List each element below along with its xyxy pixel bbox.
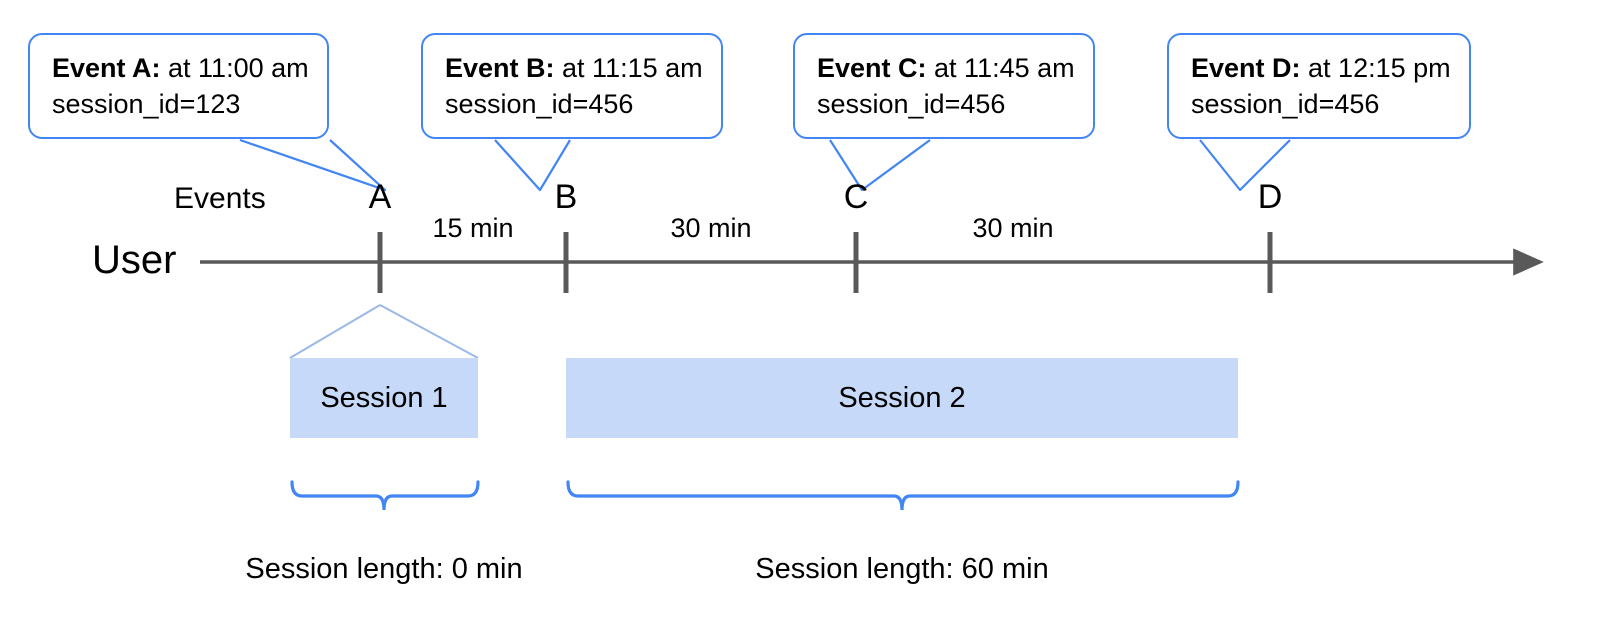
callout-event-a: Event A: at 11:00 am session_id=123: [28, 33, 329, 139]
lane-label-user: User: [92, 238, 177, 282]
callout-d-heading: Event D:: [1191, 53, 1301, 83]
session-bar-1-label: Session 1: [320, 381, 448, 414]
callout-tail-b: [494, 139, 571, 192]
callout-event-b: Event B: at 11:15 am session_id=456: [421, 33, 723, 139]
gap-label-a-b: 15 min: [432, 213, 514, 243]
callout-c-heading: Event C:: [817, 53, 927, 83]
callout-c-time: at 11:45 am: [926, 53, 1075, 83]
callout-a-line1: Event A: at 11:00 am: [52, 51, 309, 87]
callout-b-heading: Event B:: [445, 53, 555, 83]
callout-a-session: session_id=123: [52, 88, 241, 119]
callout-d-time: at 12:15 pm: [1300, 53, 1451, 83]
session1-brace: [290, 480, 480, 511]
session-bar-2-label: Session 2: [838, 381, 966, 414]
callout-d-line1: Event D: at 12:15 pm: [1191, 51, 1451, 87]
callout-tail-a: [239, 138, 387, 192]
callout-event-c: Event C: at 11:45 am session_id=456: [793, 33, 1095, 139]
callout-tail-c: [829, 139, 931, 192]
callout-b-time: at 11:15 am: [554, 53, 703, 83]
gap-label-c-d: 30 min: [972, 213, 1054, 243]
callout-c-line1: Event C: at 11:45 am: [817, 51, 1075, 87]
callout-event-d: Event D: at 12:15 pm session_id=456: [1167, 33, 1471, 139]
callout-a-time: at 11:00 am: [160, 53, 309, 83]
callout-b-line1: Event B: at 11:15 am: [445, 51, 703, 87]
event-letter-a: A: [368, 178, 392, 216]
session1-funnel: [289, 304, 479, 359]
event-letter-b: B: [554, 178, 578, 216]
callout-a-heading: Event A:: [52, 53, 161, 83]
session-length-label-1: Session length: 0 min: [245, 553, 523, 585]
session-bar-2: Session 2: [566, 358, 1238, 438]
session-length-label-2: Session length: 60 min: [755, 553, 1049, 585]
callout-b-session: session_id=456: [445, 88, 634, 119]
callout-d-session: session_id=456: [1191, 88, 1380, 119]
session-bar-1: Session 1: [290, 358, 478, 438]
callout-c-session: session_id=456: [817, 88, 1006, 119]
session2-brace: [566, 480, 1240, 511]
callout-tail-d: [1199, 139, 1291, 192]
lane-label-events: Events: [174, 182, 266, 215]
event-letter-c: C: [843, 178, 869, 216]
gap-label-b-c: 30 min: [670, 213, 752, 243]
event-letter-d: D: [1257, 178, 1283, 216]
